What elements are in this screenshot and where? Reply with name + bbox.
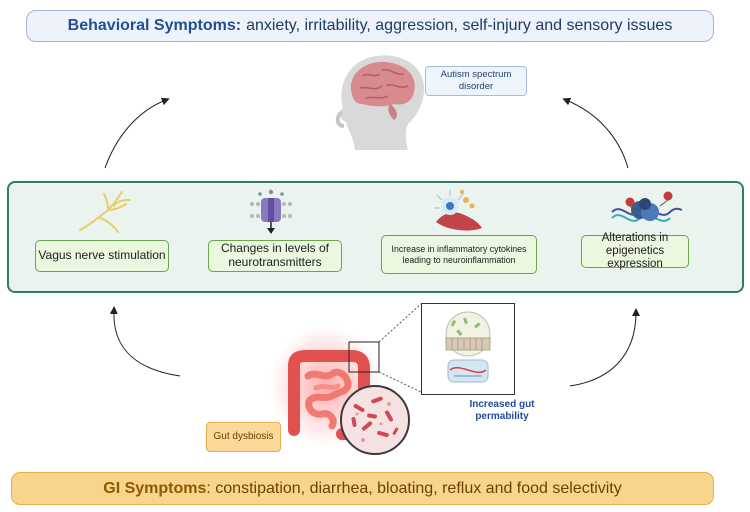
asd-label: Autism spectrum disorder	[425, 66, 527, 96]
mechanism-box-epigenetics: Alterations in epigenetics expression	[581, 232, 689, 270]
mechanism-box-cytokines: Increase in inflammatory cytokines leadi…	[381, 235, 537, 274]
arrow-up-left-bottom	[109, 306, 181, 377]
mechanism-label-vagus: Vagus nerve stimulation	[38, 248, 166, 263]
brain-icon	[350, 61, 415, 120]
mechanism-box-neurotransmitters: Changes in levels of neurotransmitters	[208, 240, 342, 272]
behavioral-symptoms-banner: Behavioral Symptoms: anxiety, irritabili…	[26, 10, 714, 42]
mechanism-label-epigenetics: Alterations in epigenetics expression	[601, 231, 669, 271]
nerve-icon	[79, 191, 131, 233]
gut-permeability-label: Increased gut permability	[469, 399, 535, 422]
arrow-up-left-top	[104, 97, 170, 169]
mechanism-box-vagus: Vagus nerve stimulation	[35, 240, 169, 272]
behavioral-text: anxiety, irritability, aggression, self-…	[246, 17, 673, 34]
child-head-icon	[335, 55, 425, 151]
gut-barrier-icon	[445, 311, 491, 383]
synapse-channel-icon	[250, 189, 292, 234]
mechanism-label-neurotransmitters: Changes in levels of neurotransmitters	[220, 241, 330, 269]
behavioral-heading: Behavioral Symptoms:	[67, 17, 242, 34]
bacteria-magnifier-icon	[340, 385, 410, 455]
gi-symptoms-banner: GI Symptoms : constipation, diarrhea, bl…	[11, 472, 714, 505]
arrow-up-right-bottom	[569, 308, 640, 387]
arrow-up-right-top	[562, 97, 629, 169]
gi-text: : constipation, diarrhea, bloating, refl…	[206, 479, 622, 497]
mechanism-label-cytokines: Increase in inflammatory cytokines leadi…	[391, 244, 527, 265]
immune-cell-icon	[434, 190, 482, 231]
gi-heading: GI Symptoms	[103, 479, 207, 497]
dna-methylation-icon	[611, 191, 683, 222]
gut-dysbiosis-label: Gut dysbiosis	[206, 422, 281, 452]
